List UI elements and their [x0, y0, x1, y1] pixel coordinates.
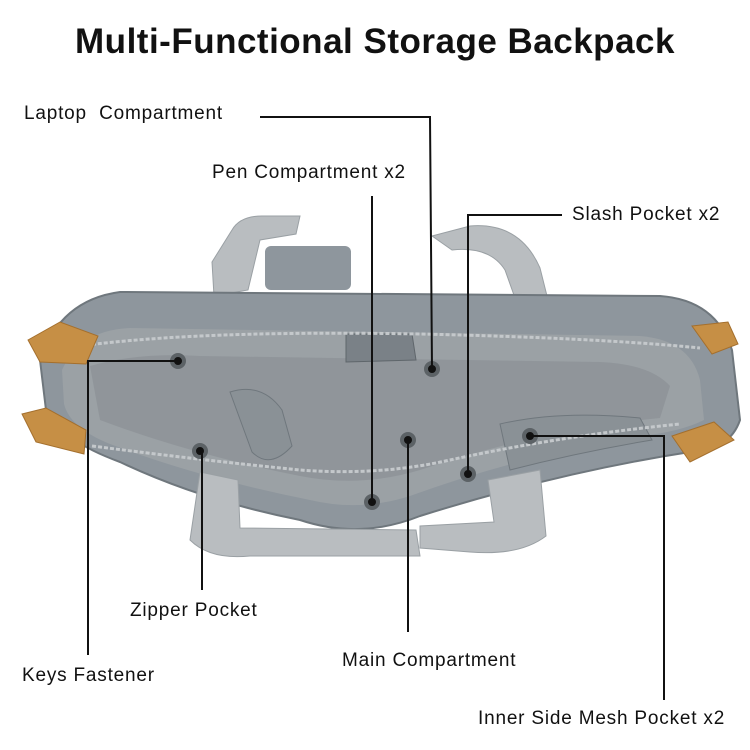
front-handle-right — [419, 469, 547, 554]
pen-compartment-label: Pen Compartment x2 — [212, 162, 406, 183]
inner-side-mesh-pocket-label: Inner Side Mesh Pocket x2 — [478, 708, 726, 729]
slash-pocket-leader — [467, 214, 562, 474]
leather-tab-bottom-right — [671, 421, 735, 463]
back-zipper-line — [79, 331, 701, 350]
side-pocket-left — [229, 388, 293, 461]
keys-fastener-label: Keys Fastener — [22, 665, 155, 686]
leather-tab-bottom-left — [21, 407, 87, 455]
main-compartment-label: Main Compartment — [342, 650, 517, 671]
front-handle-left — [189, 471, 421, 558]
leather-tab-top-left — [27, 321, 99, 365]
keys-fastener-leader — [87, 360, 178, 655]
zipper-pocket-leader — [200, 450, 203, 590]
laptop-compartment-label: Laptop Compartment — [24, 103, 223, 124]
laptop-compartment-leader — [260, 116, 433, 370]
back-handle-right — [430, 225, 549, 313]
slash-pocket-label: Slash Pocket x2 — [572, 204, 721, 225]
page-title: Multi-Functional Storage Backpack — [75, 22, 675, 61]
mesh-pocket-leader — [530, 435, 665, 700]
side-mesh-pocket-right — [499, 414, 653, 471]
zipper-pocket-label: Zipper Pocket — [130, 600, 258, 621]
front-zipper-line — [91, 422, 681, 474]
pen-slot-strap — [345, 333, 417, 363]
leather-tab-top-right — [691, 321, 739, 355]
interior-shadow — [90, 355, 670, 481]
back-handle-left — [211, 215, 301, 297]
back-strap-band — [265, 246, 351, 290]
